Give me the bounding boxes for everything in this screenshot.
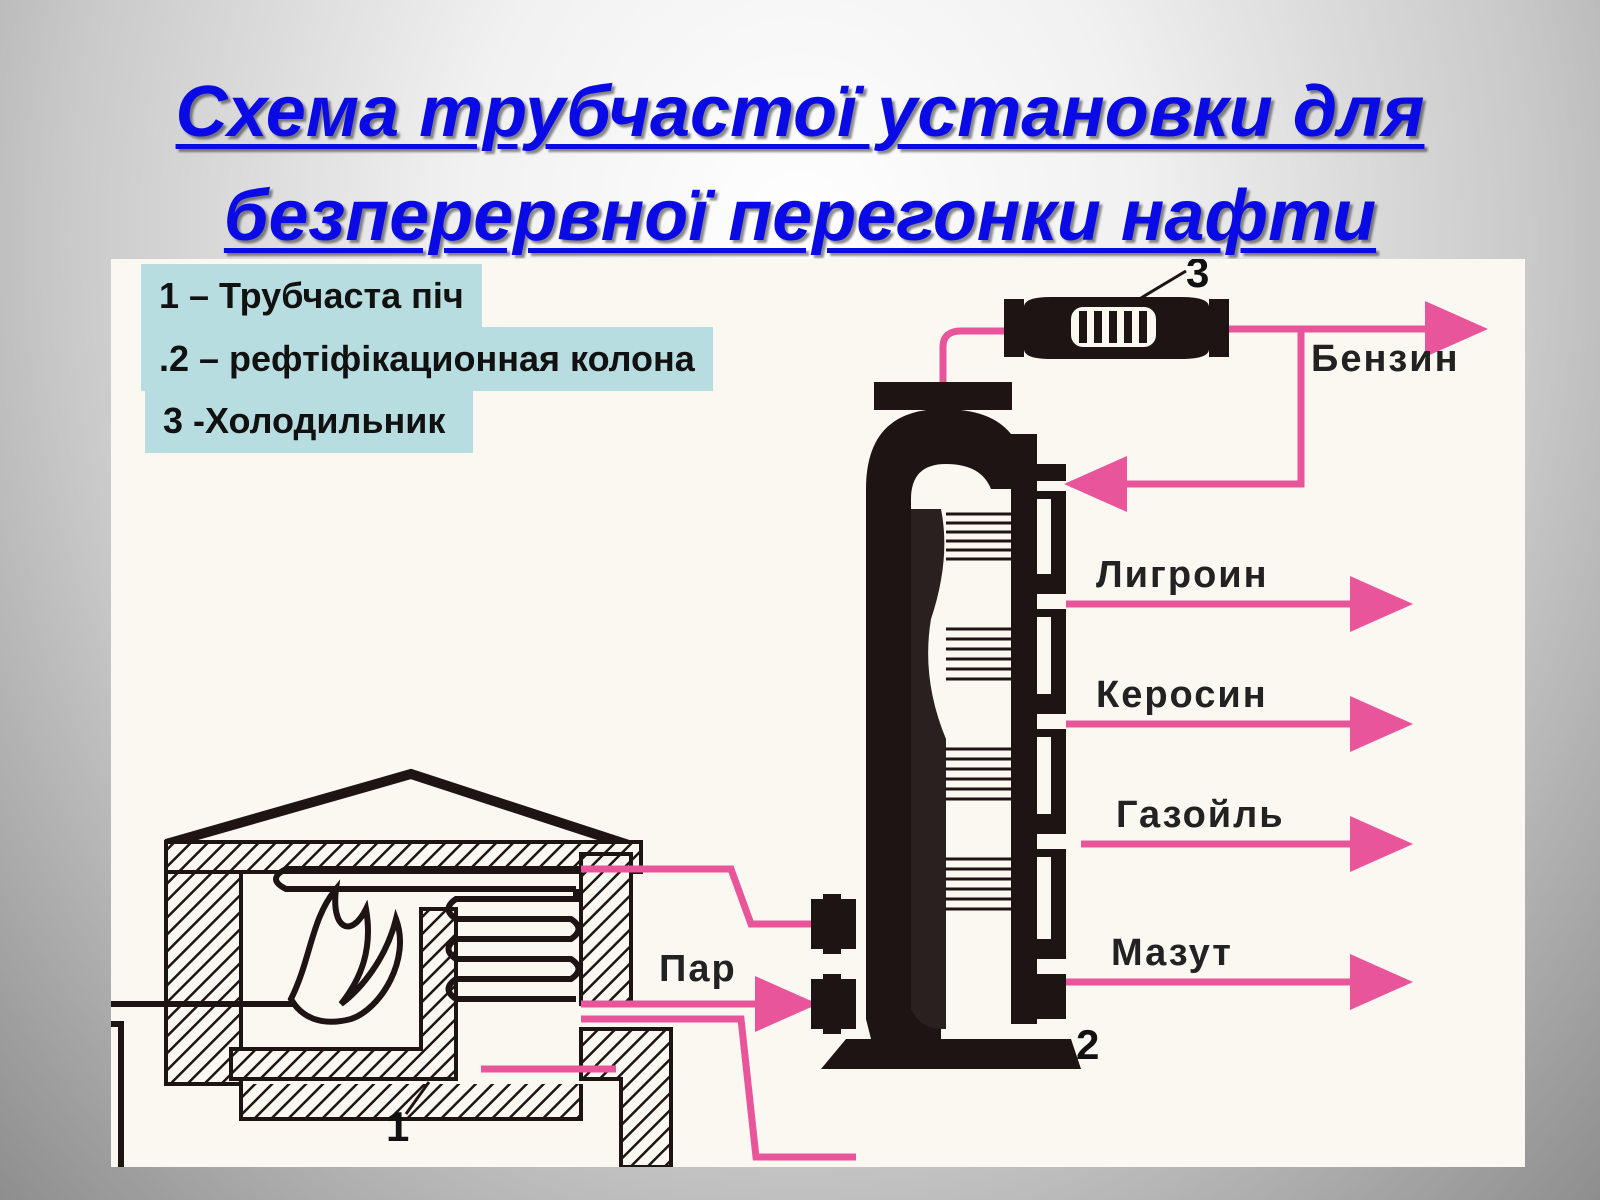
- column-top-cap: [874, 382, 1012, 410]
- cooler-flange-left: [1004, 299, 1024, 357]
- furnace-bottom-wall: [239, 1084, 583, 1121]
- cooler-flange-right: [1209, 299, 1229, 357]
- burner-pipe: [111, 1001, 296, 1167]
- slide-title: Схема трубчастої установки для безперерв…: [0, 60, 1600, 268]
- furnace-coil-top: [273, 866, 581, 892]
- label-ligroin: Лигроин: [1096, 554, 1269, 596]
- product-pipes: [939, 301, 1488, 1010]
- pipe-reflux: [1064, 329, 1305, 512]
- label-benzin: Бензин: [1311, 338, 1460, 380]
- label-furnace-number: 1: [386, 1103, 409, 1150]
- tube-furnace: 1: [111, 768, 673, 1167]
- flame-icon: [287, 879, 403, 1025]
- furnace-roof: [164, 768, 643, 854]
- label-gasoil: Газойль: [1116, 794, 1285, 836]
- pipe-column-to-cooler: [939, 327, 1004, 382]
- label-mazut: Мазут: [1111, 932, 1233, 974]
- furnace-floor: [229, 907, 458, 1081]
- furnace-coil-right: [445, 889, 582, 1002]
- cooler-tubes: [1079, 311, 1147, 343]
- pipe-crude-return: [581, 1015, 856, 1161]
- rectification-column: [811, 382, 1081, 1069]
- column-base: [821, 1039, 1081, 1069]
- label-column-number: 2: [1076, 1021, 1099, 1068]
- pipe-heated-to-column: [581, 865, 811, 928]
- feed-pipes: [481, 865, 856, 1161]
- column-trays: [946, 512, 1011, 911]
- column-flanges: [1037, 464, 1066, 1019]
- title-line-2: безперервної перегонки нафти: [223, 176, 1377, 256]
- furnace-leader-line: [404, 1081, 431, 1115]
- column-body-left: [866, 409, 1011, 1039]
- furnace-wall-right-upper: [579, 852, 633, 1006]
- cooler-leader-line: [1130, 269, 1187, 306]
- title-line-1: Схема трубчастої установки для: [175, 72, 1425, 152]
- cooler: 3: [1004, 259, 1229, 359]
- column-right-wall: [1011, 434, 1037, 1024]
- column-inner-wall: [911, 509, 946, 1029]
- label-kerosene: Керосин: [1096, 674, 1268, 716]
- label-cooler-number: 3: [1186, 259, 1209, 296]
- column-inlet-flanges: [811, 894, 856, 1034]
- distillation-diagram: 1 Пар: [111, 259, 1525, 1167]
- label-steam: Пар: [659, 948, 737, 990]
- legend-item-furnace: 1 – Трубчаста піч: [141, 264, 482, 328]
- legend-item-column: .2 – рефтіфікационная колона: [141, 327, 713, 391]
- legend-item-cooler: 3 -Холодильник: [145, 389, 474, 453]
- furnace-wall-right-lower: [579, 1027, 673, 1167]
- diagram-canvas: 1 Пар: [111, 259, 1488, 1167]
